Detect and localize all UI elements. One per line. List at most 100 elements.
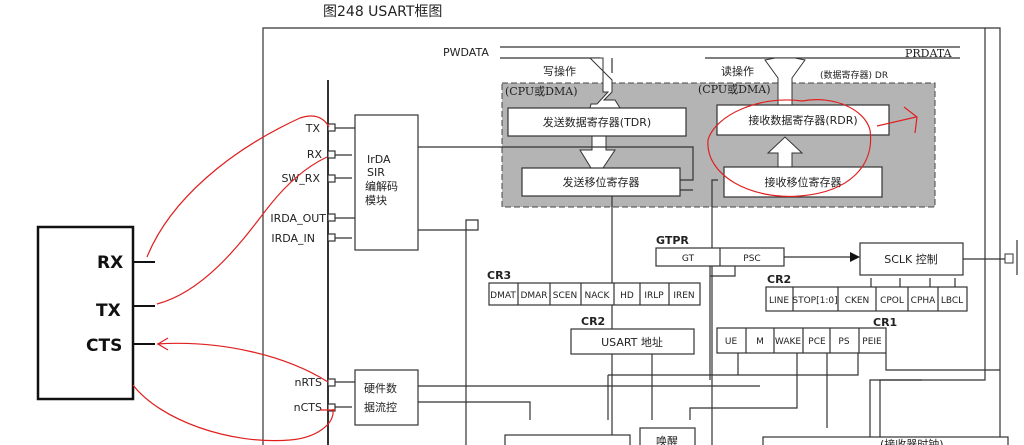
cr2-cpha: CPHA (911, 296, 936, 306)
cr1-wake: WAKE (775, 337, 801, 347)
cpu-dma-right: (CPU或DMA) (698, 83, 771, 96)
cr2-line: LINE (769, 296, 789, 306)
sclk-output (869, 28, 1008, 445)
cr3-register: DMAT DMAR SCEN NACK HD IRLP IREN (488, 282, 701, 306)
cr1-pce: PCE (808, 337, 826, 347)
pin-rx (327, 150, 336, 159)
wakeup-box (639, 427, 696, 445)
pin-label-ncts: nCTS (294, 401, 322, 414)
arrow-icon (850, 252, 860, 262)
usart-address-label: USART 地址 (601, 335, 663, 349)
tx-shift-box (521, 167, 681, 197)
shift-connections (611, 179, 718, 445)
rx-shift-box (723, 166, 883, 198)
annotation-tx-to-rx (156, 156, 328, 305)
data-register-label: (数据寄存器) DR (820, 69, 888, 81)
irda-line-3: 编解码 (365, 179, 398, 193)
hand-annotations (132, 99, 918, 442)
cr1-peie: PEIE (862, 337, 882, 347)
pin-label-nrts: nRTS (294, 376, 322, 389)
irda-line-1: IrDA (367, 153, 391, 166)
cr3-label: CR3 (487, 269, 511, 282)
rdr-box (716, 104, 890, 136)
cr1-m: M (756, 337, 764, 347)
pin-tx (327, 123, 336, 132)
cr1-register: UE M WAKE PCE PS PEIE (716, 327, 887, 354)
cr3-dmat: DMAT (490, 291, 516, 301)
flow-line-1: 硬件数 (364, 382, 397, 395)
cr2-cpol: CPOL (880, 296, 904, 306)
gtpr-gt: GT (682, 254, 695, 264)
cr1-connections (607, 353, 1000, 437)
annotation-cts-to-nrts (156, 342, 329, 383)
pin-label-irda-in: IRDA_IN (271, 232, 315, 245)
pin-irda-in (327, 233, 336, 242)
pin-label-irda-out: IRDA_OUT (270, 212, 326, 225)
read-arrow (764, 57, 806, 106)
pin-label-tx: TX (305, 122, 321, 135)
flow-line-2: 据流控 (364, 400, 397, 414)
sclk-label: SCLK 控制 (884, 252, 938, 266)
cr1-ps: PS (838, 337, 849, 347)
data-bus-lines (500, 46, 960, 73)
pin-connections (335, 127, 355, 408)
sclk-pin (1004, 253, 1014, 264)
cr3-iren: IREN (673, 291, 694, 301)
diagram-frame (262, 27, 1001, 445)
irda-connections (418, 146, 694, 445)
sclk-control-box (859, 242, 964, 276)
gtpr-divider (709, 248, 736, 380)
pins (327, 123, 336, 412)
cr2-register: LINE STOP[1:0] CKEN CPOL CPHA LBCL (765, 278, 968, 312)
annotation-rdr-arrow (876, 106, 918, 134)
device-cts-label: CTS (86, 336, 122, 356)
cr1-label: CR1 (873, 316, 897, 329)
flow-connections (418, 385, 760, 420)
cr2-lbcl: LBCL (941, 296, 963, 306)
cr3-hd: HD (620, 291, 634, 301)
irda-line-2: SIR (367, 166, 385, 179)
device-tx-label: TX (96, 301, 121, 321)
cr3-scen: SCEN (553, 291, 577, 301)
pwdata-label: PWDATA (443, 46, 489, 59)
gtpr-label: GTPR (656, 234, 689, 247)
cr3-nack: NACK (585, 291, 611, 301)
device-rx-label: RX (97, 253, 123, 273)
tdr-box (507, 107, 687, 137)
rx-clock-label: (接收器时钟) (880, 437, 944, 445)
tx-shift-label: 发送移位寄存器 (563, 175, 640, 189)
cr2-label: CR2 (767, 273, 791, 286)
tdr-label: 发送数据寄存器(TDR) (543, 115, 651, 129)
annotation-ncts-loop (132, 384, 335, 442)
external-device (36, 225, 135, 401)
device-pins (133, 261, 155, 345)
figure-title: 图248 USART框图 (323, 4, 442, 20)
annotation-rx-to-tx (146, 115, 330, 258)
wakeup-label: 唤醒 (656, 434, 678, 445)
shift-to-rdr-arrow (766, 136, 804, 168)
cr1-ue: UE (725, 337, 738, 347)
prdata-label: PRDATA (905, 47, 953, 60)
hw-flow-control-block (354, 369, 419, 426)
cr3-irlp: IRLP (644, 291, 664, 301)
rdr-label: 接收数据寄存器(RDR) (748, 113, 857, 127)
cr2-cken: CKEN (845, 296, 870, 306)
usart-address-box (570, 328, 695, 355)
annotation-arrowhead (156, 337, 169, 351)
bottom-block-right (762, 436, 1009, 445)
cr3-dmar: DMAR (520, 291, 547, 301)
read-op-label: 读操作 (721, 64, 754, 78)
irda-block (354, 114, 419, 251)
write-op-label: 写操作 (543, 64, 576, 78)
pin-irda-out (327, 213, 336, 222)
bottom-block-left (504, 434, 631, 445)
cpu-dma-left: (CPU或DMA) (505, 85, 578, 98)
cr2-addr-label: CR2 (581, 315, 605, 328)
irda-line-4: 模块 (365, 194, 387, 207)
pin-label-rx: RX (307, 148, 323, 161)
cr2-stop: STOP[1:0] (792, 296, 837, 306)
pin-nrts (327, 378, 336, 387)
rx-shift-label: 接收移位寄存器 (765, 175, 842, 189)
gtpr-psc: PSC (743, 254, 760, 264)
